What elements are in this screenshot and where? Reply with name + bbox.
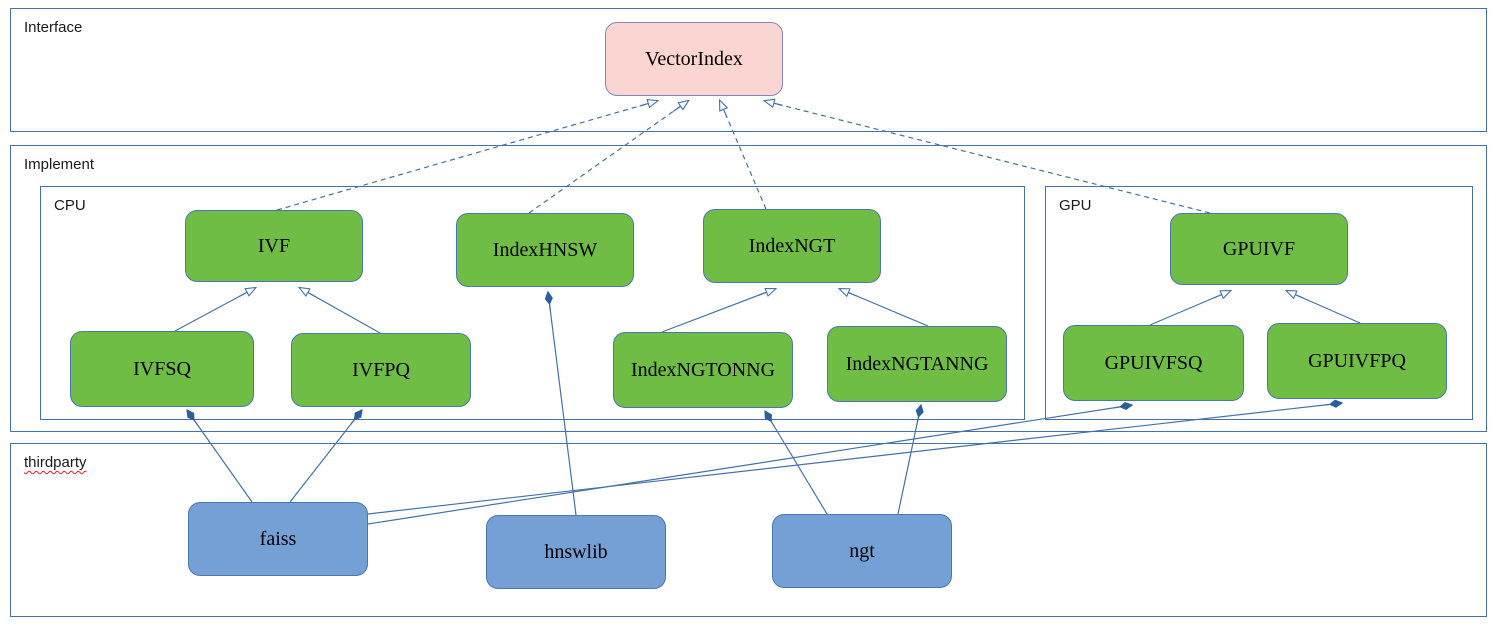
class-node-label: IVF [257,235,291,257]
class-node-label: IVFSQ [133,358,191,380]
package-label-interface: Interface [24,19,83,36]
class-node-label: IndexHNSW [492,239,598,261]
edge-hnswlib-indexhnsw [548,292,577,516]
class-node-label: ngt [849,540,875,562]
edge-faiss-gpuivfpq [367,403,1342,515]
class-node-gpuivfpq[interactable]: GPUIVFPQ [1267,323,1447,399]
package-label-gpu: GPU [1059,197,1092,214]
package-implement [10,145,1487,432]
edge-paths [174,101,1361,525]
edge-ivfsq-ivf [174,288,255,332]
class-node-gpuivfsq[interactable]: GPUIVFSQ [1063,325,1244,401]
class-node-faiss[interactable]: faiss [188,502,368,576]
package-interface [10,8,1487,132]
class-node-vectorindex[interactable]: VectorIndex [605,22,783,96]
edge-indexhnsw-vectorindex [528,101,688,214]
class-node-label: GPUIVF [1222,238,1296,260]
edge-ivf-vectorindex [276,101,657,211]
package-thirdparty [10,443,1487,617]
class-node-label: IndexNGTONNG [630,359,776,381]
edge-ngt-indexngtonng [765,411,828,515]
package-label-implement: Implement [24,156,95,173]
class-node-label: GPUIVFSQ [1104,352,1203,374]
edge-indexngtonng-indexngt [661,289,775,333]
class-node-indexngt[interactable]: IndexNGT [703,209,881,283]
class-node-hnswlib[interactable]: hnswlib [486,515,666,589]
edge-faiss-ivfsq [187,410,253,503]
class-node-ivfpq[interactable]: IVFPQ [291,333,471,407]
edge-gpuivfpq-gpuivf [1287,291,1361,324]
class-node-indexhnsw[interactable]: IndexHNSW [456,213,634,287]
edge-faiss-ivfpq [289,410,362,503]
class-node-ivf[interactable]: IVF [185,210,363,282]
class-node-indexngtonng[interactable]: IndexNGTONNG [613,332,793,408]
edge-ivfpq-ivf [300,288,381,334]
edge-gpuivfsq-gpuivf [1149,291,1230,326]
class-node-label: GPUIVFPQ [1308,350,1406,372]
edge-indexngt-vectorindex [720,101,767,210]
class-node-label: hnswlib [544,541,608,563]
edge-ngt-indexngtanng [897,405,921,515]
edge-faiss-gpuivfsq [367,405,1132,525]
class-node-indexngtanng[interactable]: IndexNGTANNG [827,326,1007,402]
class-node-label: faiss [259,528,297,550]
class-node-label: IVFPQ [352,359,410,381]
package-gpu [1045,186,1473,420]
class-node-label: IndexNGTANNG [845,353,989,375]
edge-gpuivf-vectorindex [765,101,1211,214]
class-node-ngt[interactable]: ngt [772,514,952,588]
edge-indexngtanng-indexngt [840,289,929,327]
package-cpu [40,186,1025,420]
class-node-gpuivf[interactable]: GPUIVF [1170,213,1348,285]
class-node-label: IndexNGT [748,235,836,257]
package-label-thirdparty: thirdparty [24,454,87,471]
class-node-ivfsq[interactable]: IVFSQ [70,331,254,407]
package-label-cpu: CPU [54,197,86,214]
class-node-label: VectorIndex [645,48,743,70]
